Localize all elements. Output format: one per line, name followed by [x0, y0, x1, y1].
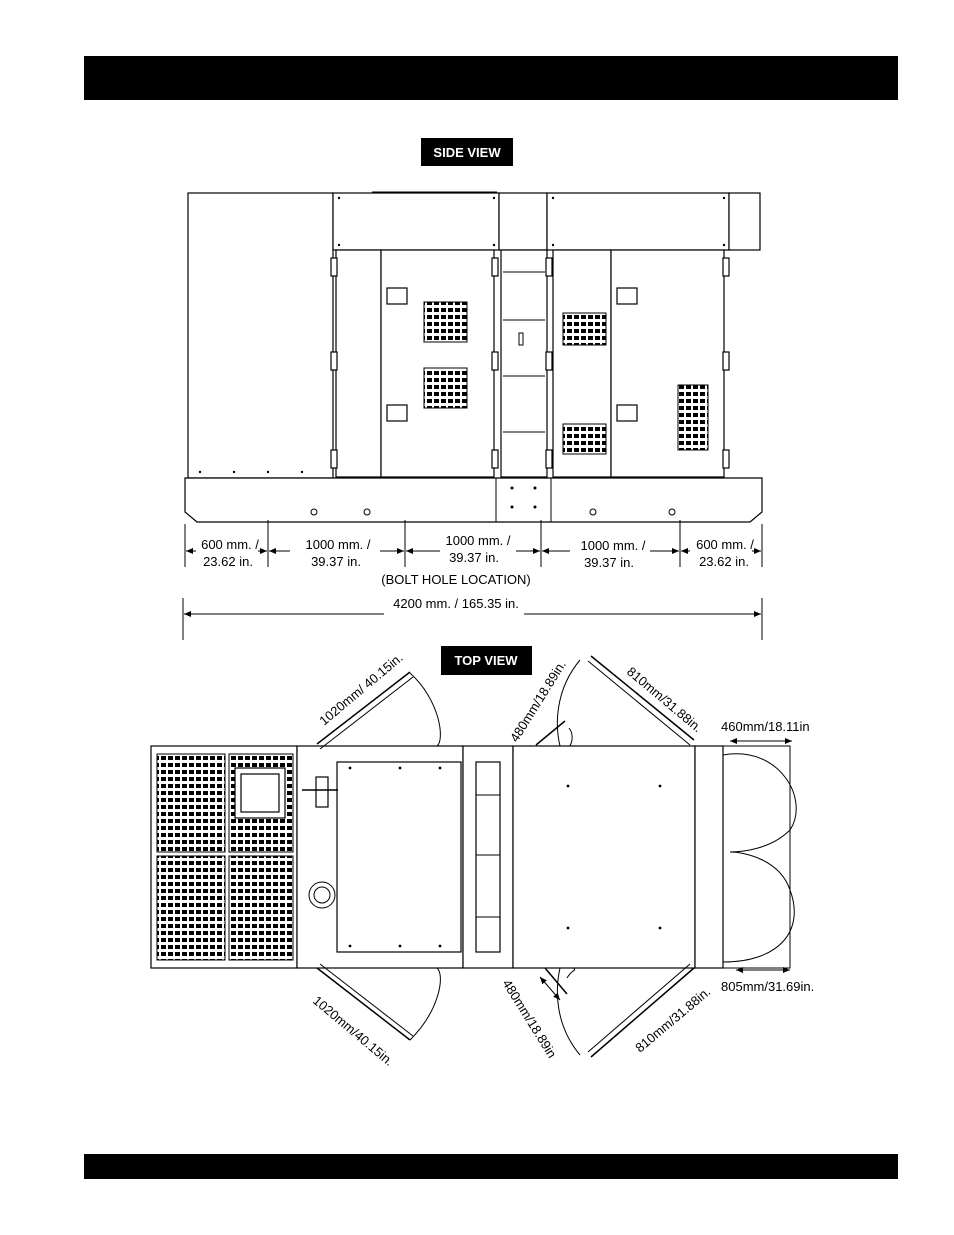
- dim-door-left-top: 1020mm/ 40.15in.: [316, 650, 405, 728]
- dim-1000-3-mm: 1000 mm. /: [580, 538, 645, 553]
- dim-rear-top: 460mm/18.11in: [721, 719, 810, 734]
- dim-1000-1-in: 39.37 in.: [311, 554, 361, 569]
- dim-door-right-bottom: 810mm/31.88in.: [632, 984, 713, 1055]
- total-length-dimension: 4200 mm. / 165.35 in.: [183, 596, 762, 640]
- dim-rear-bottom: 805mm/31.69in.: [721, 979, 814, 994]
- bolt-hole-dimensions: 600 mm. / 23.62 in. 1000 mm. / 39.37 in.…: [185, 520, 762, 587]
- dim-door-left-bottom: 1020mm/40.15in.: [310, 993, 397, 1069]
- dim-1000-2-in: 39.37 in.: [449, 550, 499, 565]
- dim-600-right-mm: 600 mm. /: [696, 537, 754, 552]
- dim-600-left-in: 23.62 in.: [203, 554, 253, 569]
- side-view-text: SIDE VIEW: [433, 145, 501, 160]
- total-length-text: 4200 mm. / 165.35 in.: [393, 596, 519, 611]
- dim-1000-1-mm: 1000 mm. /: [305, 537, 370, 552]
- top-view-label: TOP VIEW: [441, 646, 532, 675]
- dim-600-left-mm: 600 mm. /: [201, 537, 259, 552]
- bolt-hole-location-label: (BOLT HOLE LOCATION): [381, 572, 531, 587]
- dim-1000-2-mm: 1000 mm. /: [445, 533, 510, 548]
- side-view: [185, 192, 762, 522]
- dim-1000-3-in: 39.37 in.: [584, 555, 634, 570]
- side-view-label: SIDE VIEW: [421, 138, 513, 166]
- top-view-text: TOP VIEW: [454, 653, 518, 668]
- dim-600-right-in: 23.62 in.: [699, 554, 749, 569]
